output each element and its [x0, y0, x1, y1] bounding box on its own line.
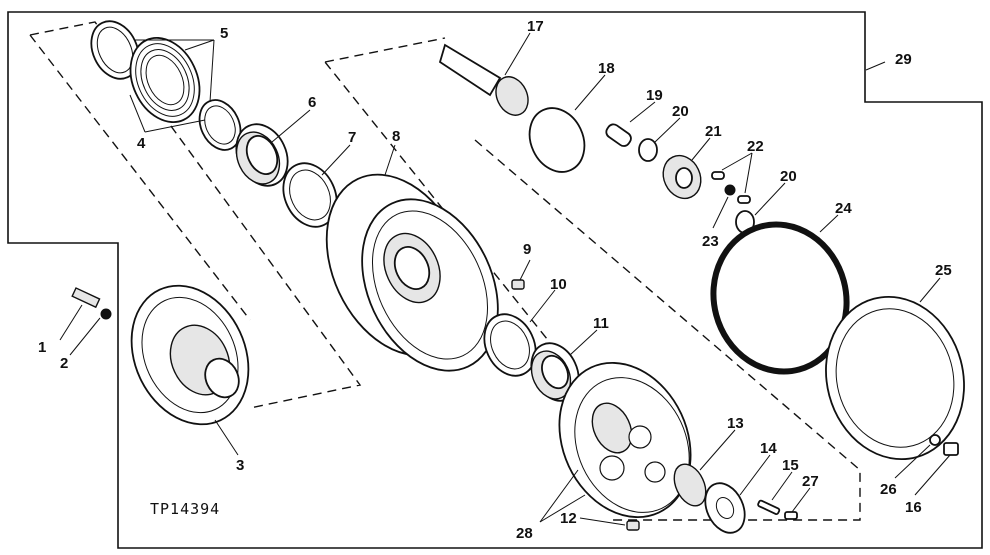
cap-screw-part-16 [943, 442, 959, 456]
callout-14: 14 [760, 440, 777, 457]
pin-part-9 [511, 279, 525, 290]
thrust-washer-part-20a [638, 138, 658, 162]
callout-20b: 20 [780, 168, 797, 185]
callout-12: 12 [560, 510, 577, 527]
callout-29: 29 [895, 51, 912, 68]
roller-part-22a [711, 171, 725, 180]
callout-labels: 5 4 6 7 8 9 10 11 1 2 3 17 18 19 20 21 2… [38, 18, 952, 542]
bearing-cone-part-11 [530, 342, 580, 402]
figure-reference-code: TP14394 [150, 500, 220, 518]
callout-17: 17 [527, 18, 544, 35]
callout-27: 27 [802, 473, 819, 490]
callout-8: 8 [392, 128, 400, 145]
plug-part-12 [626, 520, 640, 531]
callout-4: 4 [137, 135, 146, 152]
callout-6: 6 [308, 94, 316, 111]
planet-gear-part-21 [662, 154, 702, 200]
input-shaft-part-17 [438, 43, 529, 116]
callout-11: 11 [593, 315, 609, 332]
bolt-part-1 [71, 287, 101, 309]
cover-plate-part-14 [704, 482, 746, 534]
callout-20a: 20 [672, 103, 689, 120]
group-outline-left [29, 21, 362, 409]
washer-part-26 [929, 434, 941, 446]
planet-carrier-part-28 [558, 362, 692, 518]
thrust-washer-part-13 [673, 463, 707, 507]
callout-16: 16 [905, 499, 922, 516]
planet-pin-part-19 [605, 123, 632, 147]
seal-ring-part-5 [90, 20, 201, 124]
bearing-cup-part-7 [282, 162, 338, 228]
roller-part-22b [737, 195, 751, 204]
callout-21: 21 [705, 123, 722, 140]
callout-15: 15 [782, 457, 799, 474]
callout-13: 13 [727, 415, 744, 432]
callout-7: 7 [348, 129, 356, 146]
nut-part-2 [100, 308, 112, 320]
callout-5: 5 [220, 25, 228, 42]
callout-19: 19 [646, 87, 663, 104]
callout-9: 9 [523, 241, 531, 258]
callout-10: 10 [550, 276, 567, 293]
ring-gear-part-25 [825, 295, 965, 461]
leader-lines [59, 32, 951, 526]
o-ring-part-4 [198, 99, 242, 151]
screw-part-27 [784, 511, 798, 520]
callout-25: 25 [935, 262, 952, 279]
callout-18: 18 [598, 60, 615, 77]
callout-3: 3 [236, 457, 244, 474]
callout-1: 1 [38, 339, 46, 356]
snap-ring-part-18 [528, 107, 586, 173]
spindle-part-3 [130, 284, 250, 426]
callout-22: 22 [747, 138, 764, 155]
spacer-part-23 [724, 184, 736, 196]
wheel-hub-part-8 [325, 173, 499, 372]
bearing-cup-part-10 [483, 313, 537, 377]
callout-24: 24 [835, 200, 852, 217]
callout-23: 23 [702, 233, 719, 250]
callout-2: 2 [60, 355, 68, 372]
callout-28: 28 [516, 525, 533, 542]
diagram-frame [7, 11, 983, 549]
callout-26: 26 [880, 481, 897, 498]
o-ring-part-24 [710, 221, 850, 375]
group-outline-left-lower [29, 34, 251, 321]
pin-part-15 [757, 499, 781, 515]
